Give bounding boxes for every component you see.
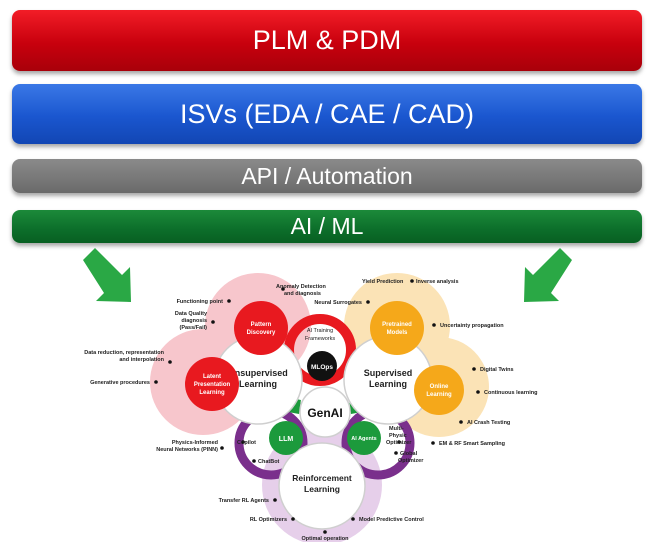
- api-automation-bar: API / Automation: [12, 159, 642, 193]
- label-copilot: Copilot: [237, 440, 256, 446]
- pretrained-label-2: Models: [387, 330, 408, 336]
- pattern-discovery-node: [234, 301, 288, 355]
- label-data-reduction-2: and interpolation: [119, 357, 164, 363]
- label-data-quality-2: diagnosis: [181, 318, 207, 324]
- label-chatbot: ChatBot: [258, 459, 280, 465]
- ai-ml-label: AI / ML: [290, 213, 364, 239]
- label-multiphysic-2: Physic: [389, 433, 407, 439]
- pretrained-label-1: Pretrained: [382, 322, 412, 328]
- latent-node: [185, 357, 239, 411]
- api-automation-label: API / Automation: [241, 162, 413, 189]
- label-anomaly-2: and diagnosis: [284, 291, 321, 297]
- ai-training-label-1: AI Training: [307, 328, 333, 334]
- right-arrow-icon: [524, 248, 572, 302]
- label-optimal-operation: Optimal operation: [301, 536, 349, 542]
- ai-agents-label: AI Agents: [351, 436, 376, 442]
- label-data-reduction-1: Data reduction, representation: [84, 350, 164, 356]
- label-em-rf: EM & RF Smart Sampling: [439, 441, 505, 447]
- latent-label-2: Presentation: [194, 382, 231, 388]
- latent-label-1: Latent: [203, 374, 221, 380]
- online-learning-node: [414, 365, 464, 415]
- latent-label-3: Learning: [199, 390, 225, 396]
- label-data-quality-1: Data Quality: [175, 311, 208, 317]
- mlops-label: MLOps: [311, 364, 333, 371]
- label-mpc: Model Predictive Control: [359, 517, 424, 523]
- annotation-dots: [154, 279, 480, 534]
- label-ai-crash-testing: AI Crash Testing: [467, 420, 510, 426]
- label-multiphysic-1: Multi-: [389, 426, 404, 432]
- ai-ml-diagram: Unsupervised Learning Supervised Learnin…: [83, 248, 572, 542]
- label-rl-optimizers: RL Optimizers: [250, 517, 287, 523]
- llm-node: [269, 421, 303, 455]
- ai-ml-bar: AI / ML: [12, 210, 642, 243]
- label-global-optimizer-1: Global: [400, 451, 418, 457]
- reinforcement-label-1: Reinforcement: [292, 473, 352, 483]
- label-continuous-learning: Continuous learning: [484, 390, 537, 396]
- mlops-node: [307, 351, 337, 381]
- llm-label: LLM: [279, 436, 294, 443]
- supervised-label-1: Supervised: [364, 368, 413, 378]
- reinforcement-label-2: Learning: [304, 484, 340, 494]
- pretrained-node: [370, 301, 424, 355]
- pattern-label-1: Pattern: [251, 322, 272, 328]
- online-label-2: Learning: [426, 392, 452, 398]
- pattern-label-2: Discovery: [247, 330, 276, 336]
- label-global-optimizer-2: Optimizer: [398, 458, 424, 464]
- genai-label: GenAI: [307, 406, 342, 420]
- isv-label: ISVs (EDA / CAE / CAD): [179, 98, 475, 129]
- plm-pdm-bar: PLM & PDM: [12, 10, 642, 71]
- label-pinn-2: Neural Networks (PINN): [156, 447, 218, 453]
- label-transfer-rl: Transfer RL Agents: [219, 498, 269, 504]
- plm-pdm-label: PLM & PDM: [252, 25, 402, 55]
- online-label-1: Online: [430, 384, 449, 390]
- label-functioning-point: Functioning point: [177, 299, 224, 305]
- ai-agents-node: [347, 421, 381, 455]
- label-pinn-1: Physics-Informed: [172, 440, 218, 446]
- label-data-quality-3: (Pass/Fail): [179, 325, 207, 331]
- ai-training-label-2: Frameworks: [305, 336, 336, 342]
- label-multiphysic-3: Optimizer: [386, 440, 412, 446]
- label-uncertainty: Uncertainty propagation: [440, 323, 504, 329]
- label-neural-surrogates: Neural Surrogates: [314, 300, 362, 306]
- genai-circle: [299, 386, 351, 438]
- label-digital-twins: Digital Twins: [480, 367, 514, 373]
- reinforcement-circle: [278, 442, 366, 530]
- label-inverse-analysis: Inverse analysis: [416, 279, 459, 285]
- supervised-label-2: Learning: [369, 379, 407, 389]
- label-yield-prediction: Yield Prediction: [362, 279, 404, 285]
- left-arrow-icon: [83, 248, 131, 302]
- label-generative: Generative procedures: [90, 380, 150, 386]
- label-anomaly-1: Anomaly Detection: [276, 284, 326, 290]
- isv-bar: ISVs (EDA / CAE / CAD): [12, 84, 642, 144]
- unsupervised-label-1: Unsupervised: [228, 368, 288, 378]
- unsupervised-label-2: Learning: [239, 379, 277, 389]
